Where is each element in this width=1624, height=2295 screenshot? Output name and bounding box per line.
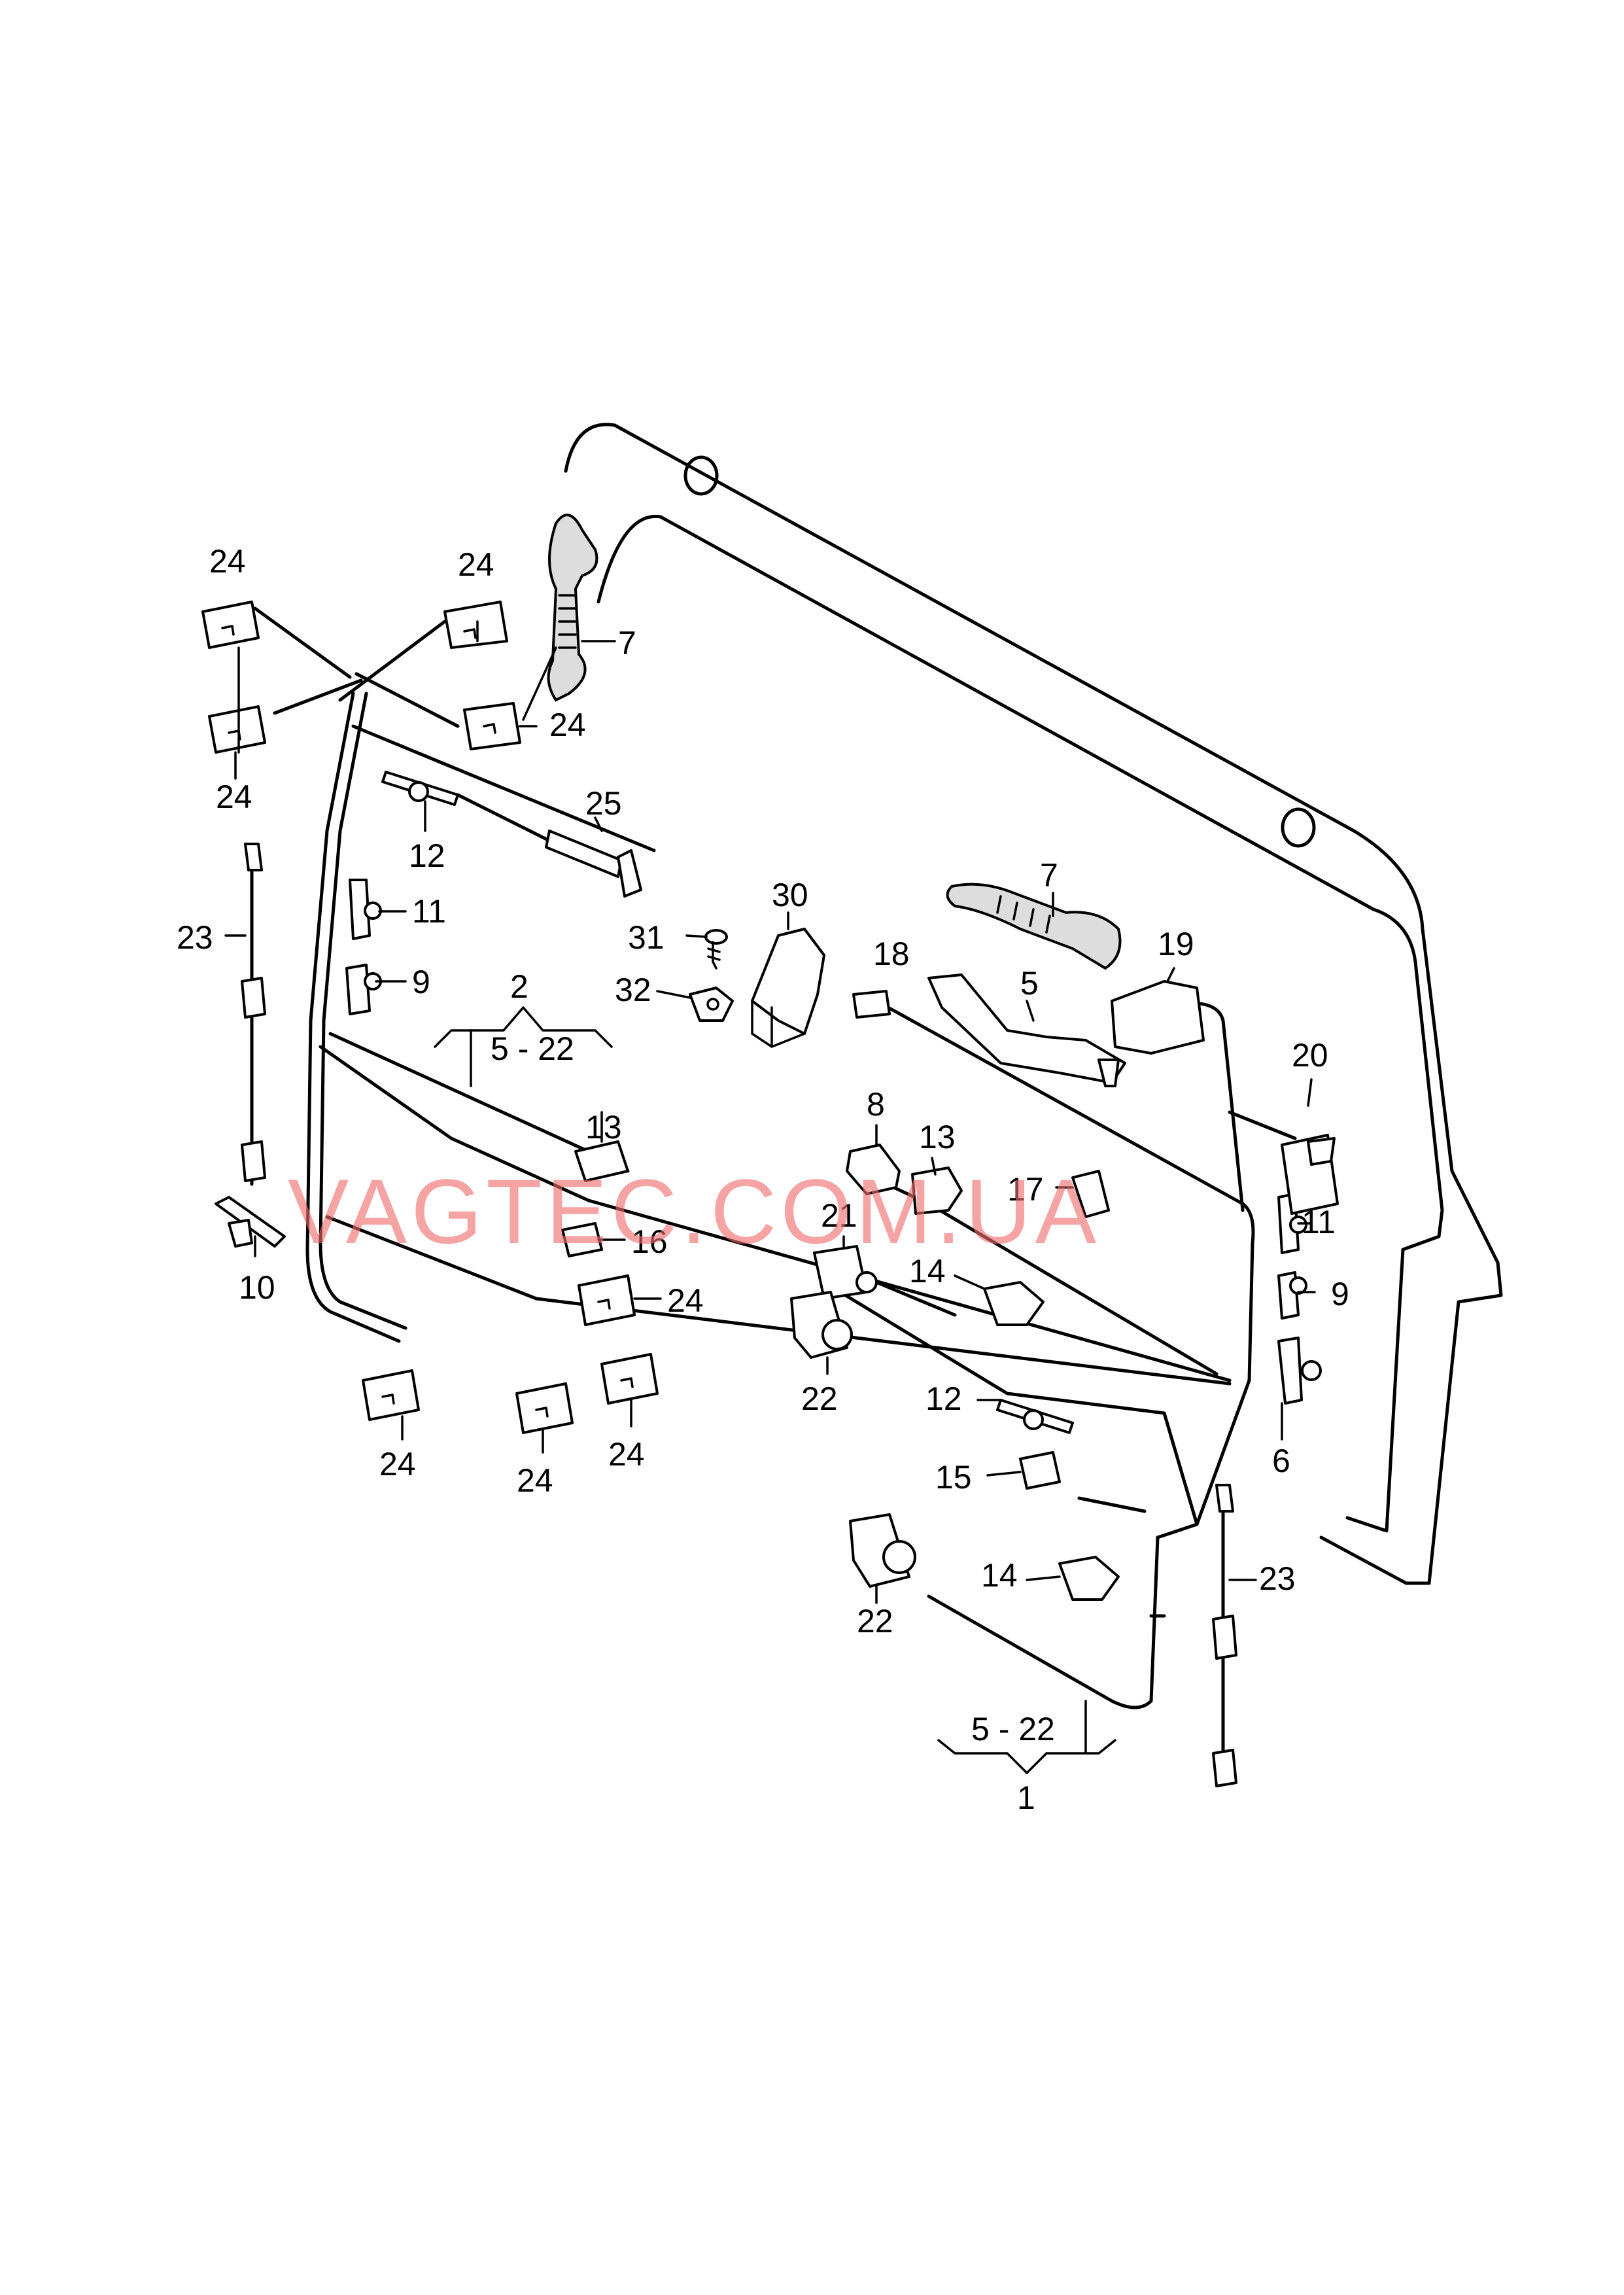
callout-21: 21 [821,1197,857,1234]
connector-24-e [578,1274,636,1326]
callout-labels: 24 24 24 24 7 25 12 11 9 23 30 31 32 2 5… [177,543,1349,1816]
part-14-switch-bottom [1058,1556,1120,1601]
part-30-mounting-bracket [751,928,825,1048]
callout-18: 18 [873,936,910,972]
part-31-screw [704,929,728,970]
callout-12-top: 12 [409,837,445,874]
part-13-connector-left [574,1140,629,1182]
part-22-connector-bottom [849,1513,916,1588]
callout-24-c: 24 [549,707,586,743]
callout-9-right: 9 [1331,1276,1349,1312]
callout-31: 31 [628,919,665,956]
part-12-clip-top [381,771,459,806]
part-18-connector [852,990,891,1019]
part-9-clip-right [1277,1271,1307,1320]
callout-6: 6 [1272,1443,1290,1479]
callout-12-bottom: 12 [925,1380,962,1417]
callout-20: 20 [1292,1037,1328,1074]
part-8-clip [846,1144,901,1195]
callout-17: 17 [1007,1171,1044,1208]
part-25-antenna-cable [456,793,642,898]
callout-8: 8 [867,1086,885,1123]
callout-30: 30 [772,877,808,913]
callout-24-f: 24 [379,1446,416,1482]
callout-25: 25 [585,785,622,822]
part-23-cable-right [1212,1484,1237,1787]
part-15-connector [1019,1451,1061,1490]
callout-24-g: 24 [517,1462,553,1499]
callout-14-bottom: 14 [981,1557,1018,1594]
connector-24-c [208,705,266,754]
part-23-cable-left [241,843,266,1186]
wiring-harness-right [822,999,1297,1709]
part-14-switch-top [983,1281,1045,1326]
callout-23-right: 23 [1259,1560,1296,1597]
range-right: 5 - 22 [971,1711,1055,1747]
callout-24-a: 24 [209,543,246,580]
watermark: VAGTEC.COM.UA [288,1160,1100,1263]
part-12-clip-bottom [996,1399,1074,1434]
part-10-holder [215,1196,286,1248]
part-19-connector [1111,980,1205,1055]
callout-10: 10 [239,1269,275,1306]
connector-24-b [443,601,508,649]
callout-9-left: 9 [412,964,430,1000]
connector-24-a [201,601,260,649]
part-11-clip-left [349,879,382,940]
part-22-connector-top [790,1291,853,1359]
callout-7-top: 7 [618,625,636,661]
part-17-connector [1071,1170,1110,1218]
part-6-clip [1277,1337,1322,1405]
callout-11-left: 11 [412,893,446,930]
callout-13-right: 13 [919,1119,956,1155]
callout-22-bottom: 22 [857,1603,893,1639]
part-7-grommet-top [547,514,598,702]
part-13-connector-right [911,1166,963,1215]
callout-22-top: 22 [801,1380,838,1417]
callout-16: 16 [631,1223,668,1260]
connector-24-d [463,702,521,750]
part-32-clip-nut [689,987,734,1022]
callout-24-e: 24 [667,1282,704,1319]
callout-2: 2 [510,968,528,1005]
callout-1: 1 [1017,1779,1035,1816]
callout-24-b: 24 [458,546,494,583]
callout-19: 19 [1158,926,1194,962]
leader-lines [224,620,1316,1774]
connector-24-h [515,1382,574,1434]
callout-24-h: 24 [608,1436,645,1473]
part-9-clip-left [345,964,382,1015]
wiring-harness-left [253,606,1232,1386]
part-7-grommet-mid [946,883,1122,970]
callout-7-mid: 7 [1040,857,1058,894]
tailgate-panel [564,423,1503,1585]
callout-23-left: 23 [177,919,213,956]
part-20-connector [1281,1134,1339,1215]
connector-24-f [600,1353,659,1405]
range-left: 5 - 22 [491,1030,574,1067]
part-21-connector [813,1245,878,1300]
callout-32: 32 [615,972,651,1008]
callout-5: 5 [1020,965,1039,1002]
callout-24-d: 24 [216,779,252,815]
callout-14-top: 14 [909,1253,946,1289]
callout-11-right: 11 [1302,1204,1336,1240]
callout-15: 15 [935,1459,972,1496]
part-5-cable-bracket [927,973,1126,1087]
part-16-connector [561,1222,603,1257]
callout-13-left: 13 [585,1109,622,1146]
connector-24-g [362,1369,420,1421]
